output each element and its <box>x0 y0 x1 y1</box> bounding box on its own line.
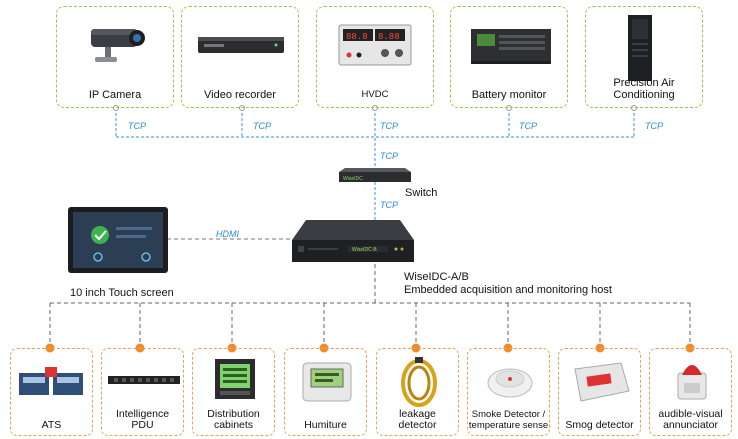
smog-detector-icon <box>574 362 630 402</box>
smoke-detector-icon <box>487 368 533 398</box>
device-label-line2: Conditioning <box>613 89 675 101</box>
tcp-label: TCP <box>645 121 663 131</box>
device-label-line1: leakage <box>399 408 436 420</box>
device-label: Smog detector <box>559 420 640 431</box>
device-ats: ATS <box>10 348 93 436</box>
device-label-line1: Precision Air <box>613 77 675 89</box>
network-switch-icon: WiseIDC <box>339 168 411 182</box>
device-label-line2: detector <box>398 419 437 431</box>
tcp-label: TCP <box>380 121 398 131</box>
switch-label: Switch <box>405 187 438 199</box>
ats-icon <box>19 367 83 395</box>
device-label: Intelligence PDU <box>102 409 183 431</box>
leakage-cable-icon <box>401 357 437 407</box>
touch-screen-icon <box>68 207 168 273</box>
humiture-sensor-icon <box>302 362 352 402</box>
device-label: audible-visual annunciator <box>650 409 731 431</box>
device-label: Battery monitor <box>471 89 547 101</box>
host-description: Embedded acquisition and monitoring host <box>404 284 612 296</box>
device-distribution-cabinets: Distribution cabinets <box>192 348 275 436</box>
touch-screen-label: 10 inch Touch screen <box>70 287 174 299</box>
device-label: ATS <box>11 420 92 431</box>
pdu-icon <box>108 376 180 384</box>
device-label-line2: Smog detector <box>565 419 634 431</box>
device-label-line2: cabinets <box>213 419 254 431</box>
device-label-line2: ATS <box>41 419 62 431</box>
device-label-line1: Intelligence <box>115 408 170 420</box>
device-label-line2: temperature sense <box>468 420 549 431</box>
device-leakage-detector: leakage detector <box>376 348 459 436</box>
device-smoke-detector: Smoke Detector / temperature sense <box>467 348 550 436</box>
bus-lines <box>49 264 691 348</box>
air-conditioner-icon <box>628 15 652 81</box>
device-label: IP Camera <box>88 89 142 101</box>
tcp-label: TCP <box>128 121 146 131</box>
device-label: leakage detector <box>377 409 458 431</box>
device-label-line1: audible-visual <box>658 408 723 420</box>
host-name: WiseIDC-A/B <box>404 271 469 283</box>
power-meter-icon <box>215 359 255 399</box>
device-label: Video recorder <box>204 89 276 101</box>
video-recorder-icon <box>198 37 284 53</box>
host-server-icon: WiseIDC-B <box>292 220 414 262</box>
device-intelligence-pdu: Intelligence PDU <box>101 348 184 436</box>
hdmi-label: HDMI <box>216 229 239 239</box>
annunciator-icon <box>677 365 707 400</box>
battery-monitor-icon <box>471 29 551 64</box>
device-video-recorder: Video recorder <box>181 6 299 108</box>
ip-camera-icon <box>91 29 145 62</box>
device-label-line1: Smoke Detector / <box>471 409 546 420</box>
svg-text:8.88: 8.88 <box>378 32 400 42</box>
svg-text:WiseIDC-B: WiseIDC-B <box>352 247 377 253</box>
device-hvdc: 88.8 8.88 HVDC <box>316 6 434 108</box>
device-label-line2: PDU <box>131 419 154 431</box>
device-precision-air-conditioning: Precision Air Conditioning <box>585 6 703 108</box>
device-audible-visual-annunciator: audible-visual annunciator <box>649 348 732 436</box>
device-ip-camera: IP Camera <box>56 6 174 108</box>
tcp-label: TCP <box>253 121 271 131</box>
hvdc-power-supply-icon: 88.8 8.88 <box>338 24 412 66</box>
tcp-label: TCP <box>519 121 537 131</box>
svg-text:WiseIDC: WiseIDC <box>343 176 363 182</box>
tcp-label: TCP <box>380 200 398 210</box>
device-label: Humiture <box>285 420 366 431</box>
device-smog-detector: Smog detector <box>558 348 641 436</box>
device-label-line2: annunciator <box>663 419 718 431</box>
device-label: Precision Air Conditioning <box>586 77 702 101</box>
device-label-line2: Humiture <box>304 419 347 431</box>
device-label: HVDC <box>361 89 389 100</box>
device-battery-monitor: Battery monitor <box>450 6 568 108</box>
device-label-line1: Distribution <box>207 408 260 420</box>
device-humiture: Humiture <box>284 348 367 436</box>
tcp-label: TCP <box>380 151 398 161</box>
device-label: Smoke Detector / temperature sense <box>468 409 549 431</box>
tcp-network-lines <box>115 108 635 220</box>
device-label: Distribution cabinets <box>193 409 274 431</box>
svg-text:88.8: 88.8 <box>346 32 368 42</box>
